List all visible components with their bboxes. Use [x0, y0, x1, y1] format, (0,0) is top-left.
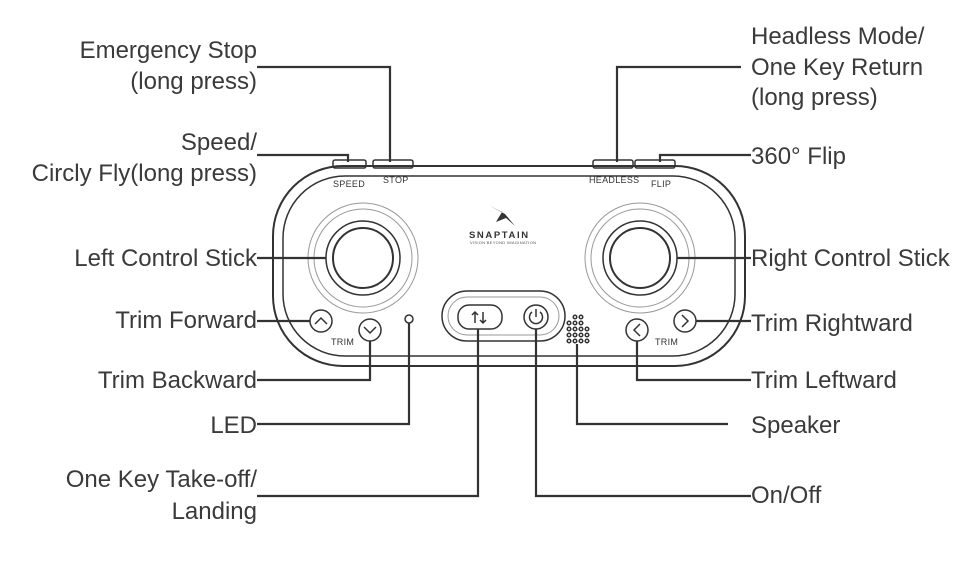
- leader-takeoff: [257, 329, 480, 498]
- leader-emergency-stop: [257, 65, 392, 162]
- right-callouts: Headless Mode/ One Key Return (long pres…: [751, 23, 951, 509]
- takeoff-landing-button: [457, 304, 503, 330]
- trim-backward-label: Trim Backward: [98, 367, 257, 394]
- svg-text:FLIP: FLIP: [651, 179, 671, 189]
- leader-lines: [257, 65, 751, 498]
- svg-text:STOP: STOP: [383, 175, 409, 185]
- center-button-panel: [441, 290, 566, 342]
- leader-speed: [257, 153, 350, 162]
- speed-label-1: Speed/: [181, 129, 257, 156]
- takeoff-label-1: One Key Take-off/: [66, 466, 258, 493]
- speed-button: SPEED: [332, 159, 367, 189]
- trim-leftward-button: [625, 318, 649, 342]
- right-stick-label: Right Control Stick: [751, 245, 951, 272]
- trim-label-right: TRIM: [655, 337, 678, 347]
- led-label: LED: [210, 412, 257, 439]
- trim-forward-label: Trim Forward: [115, 307, 257, 334]
- power-button: [523, 304, 549, 330]
- headless-label-3: (long press): [751, 84, 878, 111]
- headless-button: HEADLESS: [589, 159, 639, 185]
- flip-label: 360° Flip: [751, 143, 846, 170]
- takeoff-label-2: Landing: [172, 498, 257, 525]
- left-callouts: Emergency Stop (long press) Speed/ Circl…: [32, 37, 258, 525]
- leader-trim-leftward: [635, 341, 751, 382]
- trim-rightward-button: [673, 309, 697, 333]
- leader-headless: [615, 65, 741, 162]
- headless-label-1: Headless Mode/: [751, 23, 925, 50]
- leader-led: [257, 323, 411, 426]
- leader-flip: [658, 153, 751, 162]
- leader-speaker: [575, 344, 728, 426]
- speed-label-2: Circly Fly(long press): [32, 160, 257, 187]
- trim-forward-button: [309, 309, 333, 333]
- headless-label-2: One Key Return: [751, 54, 923, 81]
- trim-backward-button: [358, 318, 382, 342]
- stop-button: STOP: [372, 159, 414, 185]
- flip-button: FLIP: [634, 159, 676, 189]
- led-indicator: [404, 314, 414, 324]
- controller-body: [272, 165, 746, 367]
- trim-rightward-label: Trim Rightward: [751, 310, 913, 337]
- svg-text:VISION BEYOND IMAGINATION: VISION BEYOND IMAGINATION: [470, 240, 536, 245]
- svg-text:SPEED: SPEED: [333, 179, 365, 189]
- emergency-stop-label-1: Emergency Stop: [80, 37, 257, 64]
- speaker-label: Speaker: [751, 412, 840, 439]
- brand-logo: SNAPTAIN VISION BEYOND IMAGINATION: [469, 206, 536, 245]
- leader-trim-backward: [257, 341, 372, 382]
- onoff-label: On/Off: [751, 482, 822, 509]
- trim-leftward-label: Trim Leftward: [751, 367, 897, 394]
- svg-text:HEADLESS: HEADLESS: [589, 175, 639, 185]
- speaker-grille: [566, 314, 590, 344]
- emergency-stop-label-2: (long press): [130, 68, 257, 95]
- left-stick-label: Left Control Stick: [74, 245, 258, 272]
- leader-onoff: [534, 329, 751, 498]
- trim-label-left: TRIM: [331, 337, 354, 347]
- svg-text:SNAPTAIN: SNAPTAIN: [469, 230, 530, 241]
